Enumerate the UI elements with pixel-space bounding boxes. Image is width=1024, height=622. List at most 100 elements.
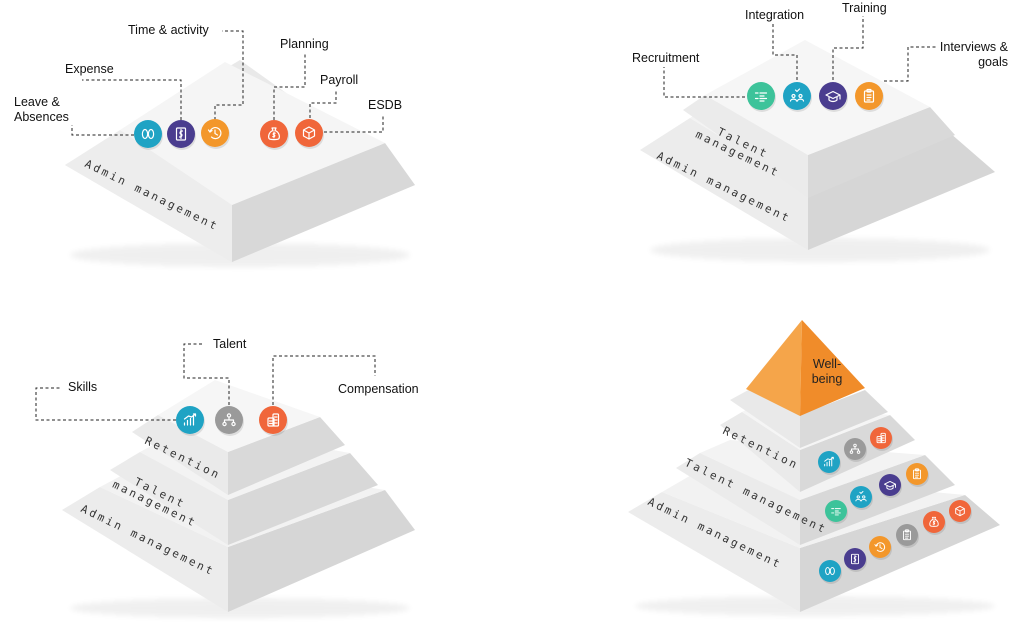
p1-wall-right xyxy=(232,143,415,262)
money-bag-icon xyxy=(268,127,280,141)
p1-plateau xyxy=(120,62,385,205)
p4-cap-left xyxy=(730,388,800,448)
p1-badge-time xyxy=(201,119,230,149)
p4-peak-left xyxy=(746,320,802,416)
p1-badge-planning xyxy=(260,120,289,150)
p4-retention-left xyxy=(720,412,800,492)
box-icon xyxy=(955,505,965,517)
clipboard-icon xyxy=(863,88,875,103)
p2-badge-training-circle xyxy=(819,82,847,110)
clock-history-icon xyxy=(207,127,222,140)
p2-leader-training xyxy=(832,16,864,80)
p2-leader-recruitment xyxy=(663,67,745,98)
callout-leave-absences: Leave & Absences xyxy=(14,95,69,124)
p4-shadow xyxy=(635,596,995,616)
callout-time-activity: Time & activity xyxy=(128,23,209,37)
callout-esdb: ESDB xyxy=(368,98,403,112)
growth-chart-icon xyxy=(824,456,834,467)
clipboard-icon xyxy=(912,468,922,480)
p3-badge-compensation xyxy=(259,406,288,436)
p2-admin-right xyxy=(808,133,995,250)
p4-badge-time xyxy=(869,536,892,560)
p3-leader-skills xyxy=(35,387,176,421)
checklist-icon xyxy=(754,92,768,102)
p1-badge-expense xyxy=(167,120,196,150)
p4-badge-planning-gray xyxy=(896,524,919,548)
p2-badge-interviews xyxy=(855,82,884,112)
p2-badge-integration-circle xyxy=(783,82,811,110)
p1-pyramid xyxy=(65,60,415,262)
p4-badge-interviews xyxy=(906,463,929,487)
p1-leader-planning xyxy=(273,52,306,120)
p4-badge-talent xyxy=(844,438,867,462)
p4-badge-esdb xyxy=(949,500,972,524)
p1-badge-esdb xyxy=(295,119,324,149)
p4-cap-right xyxy=(800,390,888,448)
p2-talent-top xyxy=(705,40,930,155)
p1-wall-left xyxy=(65,130,232,262)
p2-talent-right xyxy=(808,107,955,198)
p2-leader-interviews xyxy=(884,46,936,82)
callout-interviews-goals: Interviews & goals xyxy=(939,40,1008,69)
p4-badge-training xyxy=(879,474,902,498)
p3-retention-left xyxy=(132,415,228,495)
callout-planning: Planning xyxy=(280,37,329,51)
growth-chart-icon xyxy=(183,413,197,426)
p3-admin-right xyxy=(228,490,415,612)
graduation-cap-icon xyxy=(825,90,841,103)
p2-badge-training xyxy=(819,82,848,112)
p1-leader-expense xyxy=(82,79,182,120)
p4-peak-right xyxy=(800,320,865,416)
coins-icon xyxy=(876,432,886,444)
peak-label-wellbeing: Well- being xyxy=(811,357,843,386)
box-icon xyxy=(302,126,316,140)
p2-shadow xyxy=(650,238,990,262)
checklist-icon xyxy=(831,508,841,516)
callout-integration: Integration xyxy=(745,8,805,22)
p2-badge-recruitment xyxy=(747,82,776,112)
slippers-icon xyxy=(825,566,835,576)
org-chart-icon xyxy=(222,413,236,427)
p4-badge-integration xyxy=(850,486,873,510)
callout-compensation: Compensation xyxy=(338,382,419,396)
p3-admin-left xyxy=(62,487,228,612)
p3-badge-skills xyxy=(176,406,205,436)
p3-leader-talent xyxy=(183,343,230,405)
p2-badge-interviews-circle xyxy=(855,82,883,110)
coins-icon xyxy=(267,413,280,427)
callout-recruitment: Recruitment xyxy=(632,51,700,65)
p4-badge-skills xyxy=(818,451,841,475)
p1-leader-leave xyxy=(71,125,134,136)
p1-badge-leave xyxy=(134,120,163,150)
team-icon xyxy=(855,491,867,502)
p1-leader-time xyxy=(214,30,244,120)
p2-admin-left xyxy=(640,118,808,250)
p4-badge-planning-gray-circle xyxy=(896,524,918,546)
receipt-icon xyxy=(850,553,860,565)
p3-badge-talent xyxy=(215,406,244,436)
clock-history-icon xyxy=(874,542,886,552)
p1-leader-payroll xyxy=(309,90,337,118)
money-bag-icon xyxy=(929,516,939,527)
org-chart-icon xyxy=(849,443,861,454)
p2-pyramid xyxy=(640,40,995,250)
p2-talent-left xyxy=(683,95,808,198)
p4-badge-compensation xyxy=(870,427,893,451)
p4-badge-recruitment xyxy=(825,500,848,524)
p3-talent-left xyxy=(110,452,228,545)
callout-talent: Talent xyxy=(213,337,247,351)
p4-badge-integration-circle xyxy=(850,486,872,508)
p4-badge-payroll xyxy=(923,511,946,535)
p4-pyramid xyxy=(628,320,1000,612)
p2-leader-integration xyxy=(772,22,798,80)
graduation-cap-icon xyxy=(884,480,896,490)
p4-admin-left xyxy=(628,492,800,612)
p3-talent-right xyxy=(228,453,378,545)
p3-leader-compensation xyxy=(272,355,376,405)
callout-skills: Skills xyxy=(68,380,98,394)
p4-admin-right xyxy=(800,495,1000,612)
p4-talent-left xyxy=(676,453,800,545)
p2-badge-integration xyxy=(783,82,812,112)
